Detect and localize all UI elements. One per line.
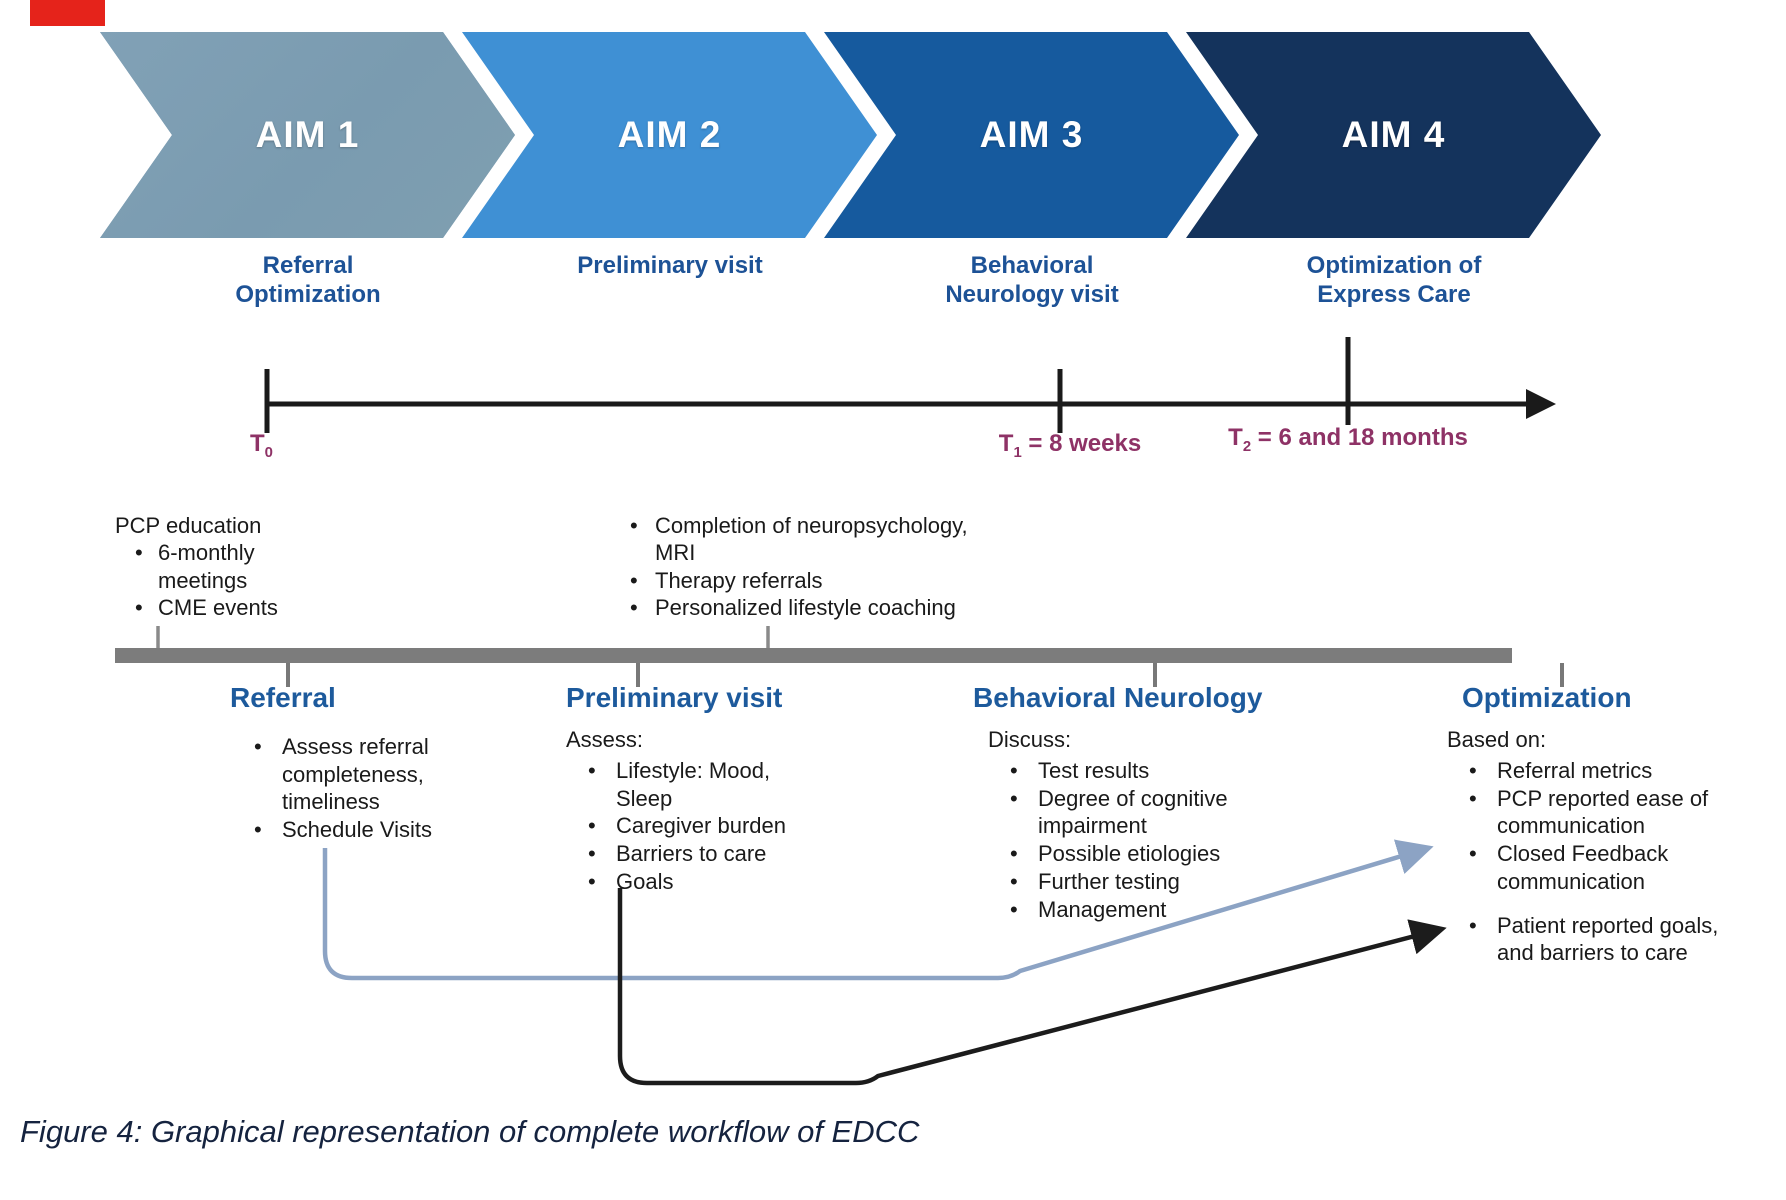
section-intro-discuss: Discuss: <box>988 727 1072 752</box>
note-pcp-bullet: CME events <box>115 594 280 622</box>
section-title-optimization: Optimization <box>1462 682 1632 713</box>
list-item: Assess referral completeness, timeliness <box>232 733 447 816</box>
list-item: Possible etiologies <box>988 840 1248 868</box>
note-pcp-bullet: 6-monthly meetings <box>115 539 280 594</box>
aim-3-label: AIM 3 <box>979 114 1084 155</box>
list-item: Test results <box>988 757 1248 785</box>
list-item: Patient reported goals, and barriers to … <box>1447 912 1732 967</box>
chevron-aim-4: AIM 4 <box>1186 32 1601 238</box>
section-list-preliminary-visit: Lifestyle: Mood, Sleep Caregiver burden … <box>566 757 806 896</box>
timeline-label-t1: T1 = 8 weeks <box>998 430 1142 461</box>
list-item: Degree of cognitive impairment <box>988 785 1248 840</box>
section-intro-assess: Assess: <box>566 727 644 752</box>
list-item: Referral metrics <box>1447 757 1732 785</box>
aim-2-label: AIM 2 <box>617 114 722 155</box>
note-pcp-education: PCP education 6-monthly meetings CME eve… <box>115 512 290 621</box>
red-corner-mark <box>30 0 105 26</box>
list-item: Caregiver burden <box>566 812 806 840</box>
chevron-aim-3: AIM 3 <box>824 32 1239 238</box>
list-item: Closed Feedback communication <box>1447 840 1732 895</box>
list-item: Lifestyle: Mood, Sleep <box>566 757 806 812</box>
chevron-aim-2: AIM 2 <box>462 32 877 238</box>
section-list-behavioral-neurology: Test results Degree of cognitive impairm… <box>988 757 1248 923</box>
aim-3-caption: Behavioral Neurology visit <box>945 252 1119 308</box>
workflow-bar <box>115 648 1512 663</box>
note-completion-bullet: Completion of neuropsychology, MRI <box>610 512 975 567</box>
timeline-label-t0: T0 <box>250 430 273 461</box>
aim-1-label: AIM 1 <box>255 114 360 155</box>
list-item: Management <box>988 896 1248 924</box>
section-intro-based-on: Based on: <box>1447 727 1547 752</box>
timeline-label-t2: T2 = 6 and 18 months <box>1228 424 1468 455</box>
aim-4-caption: Optimization of Express Care <box>1306 252 1482 308</box>
note-completion-bullet: Personalized lifestyle coaching <box>610 594 975 622</box>
chevron-aim-1: AIM 1 <box>100 32 515 238</box>
aim-4-label: AIM 4 <box>1341 114 1446 155</box>
list-item: Schedule Visits <box>232 816 447 844</box>
list-item: Goals <box>566 868 806 896</box>
list-item: Barriers to care <box>566 840 806 868</box>
feedback-arrow-referral-to-optimization <box>322 839 1434 981</box>
section-title-preliminary-visit: Preliminary visit <box>566 682 783 713</box>
section-list-referral: Assess referral completeness, timeliness… <box>232 733 447 844</box>
list-item: PCP reported ease of communication <box>1447 785 1732 840</box>
note-visit-completion: Completion of neuropsychology, MRI Thera… <box>610 512 980 621</box>
timeline-arrowhead-icon <box>1526 389 1556 419</box>
list-item: Further testing <box>988 868 1248 896</box>
note-pcp-education-intro: PCP education <box>115 513 262 538</box>
aim-1-caption: Referral Optimization <box>235 252 381 308</box>
section-list-optimization: Referral metrics PCP reported ease of co… <box>1447 757 1732 967</box>
aim-2-caption: Preliminary visit <box>577 252 763 279</box>
note-completion-bullet: Therapy referrals <box>610 567 975 595</box>
figure-caption: Figure 4: Graphical representation of co… <box>20 1114 920 1149</box>
section-title-behavioral-neurology: Behavioral Neurology <box>973 682 1263 713</box>
section-title-referral: Referral <box>230 682 336 713</box>
